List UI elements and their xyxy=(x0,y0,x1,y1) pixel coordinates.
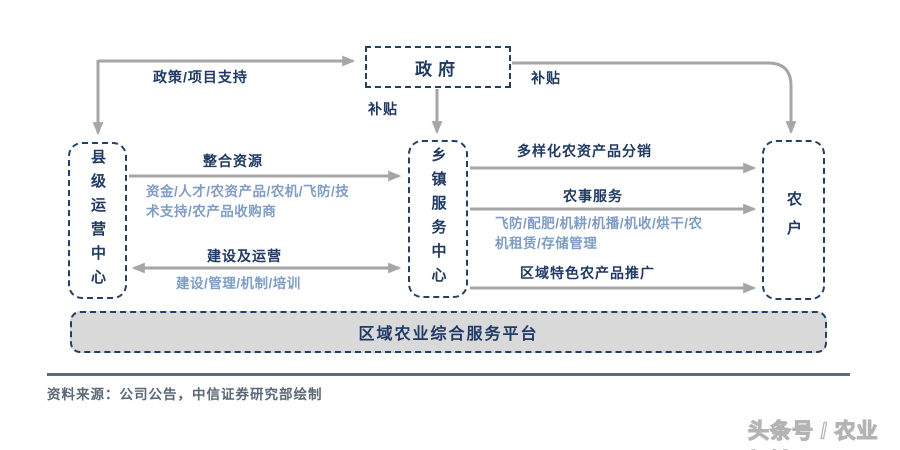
node-government: 政府 xyxy=(365,46,511,88)
edge-detail-integrate: 资金/人才/农资产品/农机/飞防/技术支持/农产品收购商 xyxy=(146,184,350,219)
platform-bar: 区域农业综合服务平台 xyxy=(70,311,827,353)
source-note: 资料来源：公司公告，中信证券研究部绘制 xyxy=(47,387,323,402)
edge-label-subsidy-farmer: 补贴 xyxy=(531,70,561,86)
edge-detail-farm-services: 飞防/配肥/机耕/机播/机收/烘干/农机租赁/存储管理 xyxy=(495,216,703,251)
node-county-center: 县级运营中心 xyxy=(68,142,127,299)
edge-label-integrate: 整合资源 xyxy=(203,153,263,169)
edge-detail-construct: 建设/管理/机制/培训 xyxy=(176,276,301,291)
watermark-text: 头条号 / 农业机械 xyxy=(747,419,879,450)
edge-label-farm-services: 农事服务 xyxy=(563,188,623,204)
edge-label-subsidy-township: 补贴 xyxy=(368,101,398,117)
node-farmer: 农户 xyxy=(762,140,825,300)
edge-label-policy: 政策/项目支持 xyxy=(153,69,248,85)
node-government-label: 政府 xyxy=(415,59,461,79)
edge-label-distribution: 多样化农资产品分销 xyxy=(517,143,652,159)
edge-subsidy-to-farmer xyxy=(512,61,797,135)
platform-bar-label: 区域农业综合服务平台 xyxy=(358,326,539,343)
node-township-center: 乡镇服务中心 xyxy=(408,140,468,298)
footer-divider xyxy=(47,373,850,376)
edge-label-regional-promo: 区域特色农产品推广 xyxy=(520,265,655,281)
node-county-center-label: 县级运营中心 xyxy=(89,148,106,293)
node-farmer-label: 农户 xyxy=(785,191,802,249)
node-township-center-label: 乡镇服务中心 xyxy=(429,147,447,291)
edge-label-construct: 建设及运营 xyxy=(207,248,282,264)
